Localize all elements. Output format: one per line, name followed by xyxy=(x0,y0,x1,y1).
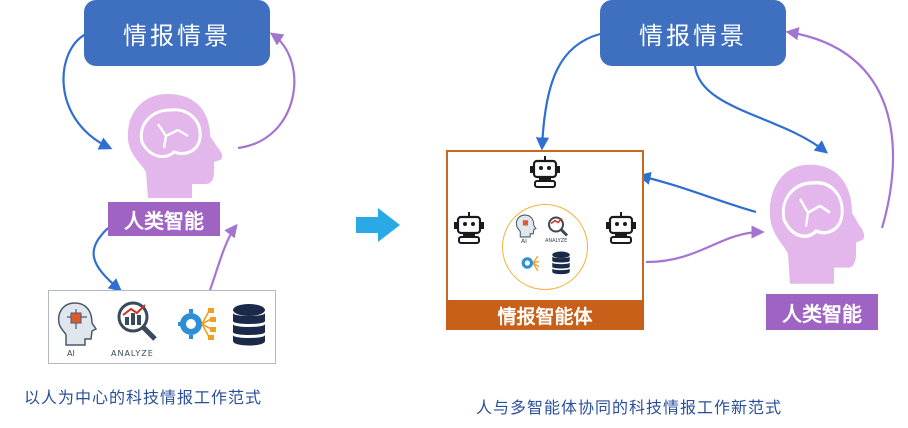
brain-head-icon xyxy=(127,94,223,198)
tool-label-ai-left: AI xyxy=(67,349,75,358)
analyze-icon xyxy=(117,301,157,341)
intel-scenario-box-right: 情报情景 xyxy=(600,0,786,66)
robot-icon xyxy=(530,156,560,188)
gear-network-icon xyxy=(178,308,216,340)
tool-label-ai-right: AI xyxy=(521,238,527,245)
database-icon xyxy=(552,251,570,275)
intel-scenario-box-left: 情报情景 xyxy=(84,0,270,66)
agent-label-box: 情报智能体 xyxy=(446,300,644,330)
right-caption: 人与多智能体协同的科技情报工作新范式 xyxy=(476,398,783,417)
arrow-human-to-tools-left xyxy=(92,227,123,292)
arrow-right-icon xyxy=(356,208,400,242)
tools-panel-left: AI ANALYZE xyxy=(48,290,276,364)
ai-head-icon xyxy=(57,302,98,346)
robot-icon xyxy=(454,212,484,244)
human-intelligence-label-left: 人类智能 xyxy=(124,208,204,233)
agent-label: 情报智能体 xyxy=(497,305,593,328)
human-intelligence-box-right: 人类智能 xyxy=(766,294,878,330)
agent-core-circle: AI ANALYZE xyxy=(502,204,588,290)
arrow-human-to-intel-left xyxy=(237,32,296,150)
intel-scenario-label-left: 情报情景 xyxy=(123,21,231,50)
brain-head-icon xyxy=(769,164,865,284)
robot-icon xyxy=(606,212,636,244)
gear-network-icon xyxy=(521,255,540,272)
human-intelligence-box-left: 人类智能 xyxy=(108,202,220,236)
left-caption: 以人为中心的科技情报工作范式 xyxy=(24,388,263,407)
arrow-tools-to-human-left xyxy=(208,223,238,291)
analyze-icon xyxy=(548,216,569,237)
database-icon xyxy=(233,304,265,346)
arrow-intel-to-human-right xyxy=(693,65,829,154)
arrow-human-to-intel-right xyxy=(785,27,895,229)
arrow-intel-to-agent xyxy=(535,32,601,151)
arrow-agent-to-human xyxy=(645,225,765,264)
arrow-intel-to-human-left xyxy=(62,33,113,150)
human-intelligence-label-right: 人类智能 xyxy=(782,301,862,326)
intel-scenario-label-right: 情报情景 xyxy=(639,21,747,50)
ai-head-icon xyxy=(515,214,537,238)
arrow-human-to-agent xyxy=(637,171,757,214)
tool-label-analyze-left: ANALYZE xyxy=(111,349,154,358)
tool-label-analyze-right: ANALYZE xyxy=(545,238,568,244)
